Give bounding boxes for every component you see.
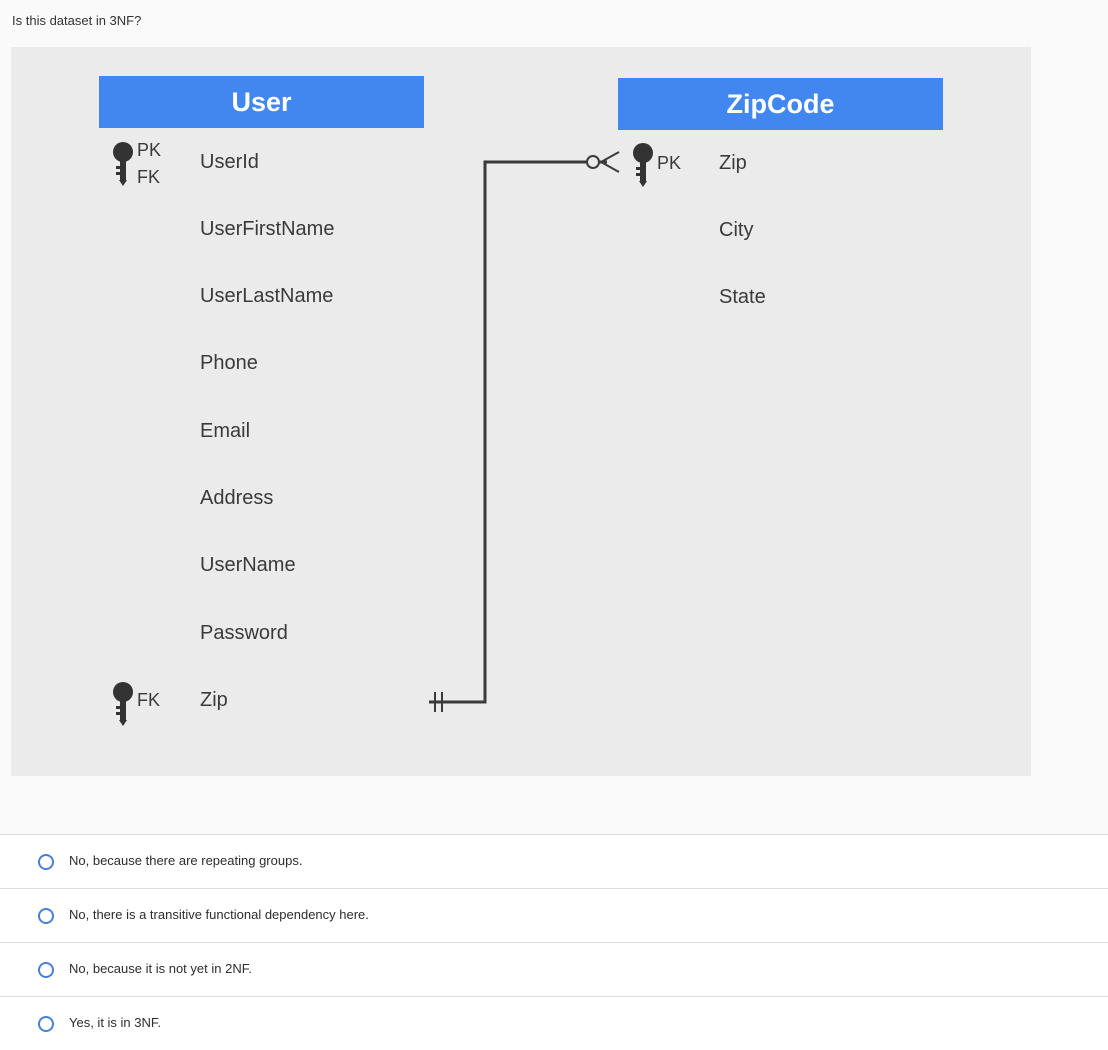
key-icon (633, 143, 653, 187)
radio-circle-icon[interactable] (38, 962, 54, 978)
user-entity-title: User (99, 76, 424, 128)
radio-circle-icon[interactable] (38, 854, 54, 870)
attribute-email: Email (200, 420, 251, 442)
zipcode-entity-title: ZipCode (618, 78, 943, 130)
answer-option[interactable]: No, because there are repeating groups. (0, 834, 1108, 888)
question-text: Is this dataset in 3NF? (12, 13, 142, 28)
attribute-address: Address (200, 487, 274, 509)
answer-options: No, because there are repeating groups. … (0, 834, 1108, 1050)
option-label[interactable]: No, because it is not yet in 2NF. (69, 961, 252, 976)
er-diagram: User PK FK UserId UserFirstName UserLast… (11, 47, 1031, 776)
answer-option[interactable]: No, there is a transitive functional dep… (0, 888, 1108, 942)
attribute-userfirstname: UserFirstName (200, 218, 335, 240)
radio-circle-icon[interactable] (38, 908, 54, 924)
user-pk-label: PK (137, 140, 162, 160)
attribute-zip: Zip (200, 689, 228, 711)
attribute-phone: Phone (200, 352, 258, 374)
attribute-zip-pk: Zip (719, 152, 747, 174)
zipcode-pk-label: PK (657, 153, 682, 173)
answer-option[interactable]: Yes, it is in 3NF. (0, 996, 1108, 1050)
key-icon (113, 142, 133, 186)
user-fk-label: FK (137, 167, 161, 187)
attribute-city: City (719, 219, 754, 241)
attribute-username: UserName (200, 554, 296, 576)
attribute-password: Password (200, 622, 288, 644)
key-icon (113, 682, 133, 726)
attribute-userid: UserId (200, 151, 259, 173)
relationship-line (429, 151, 620, 712)
answer-option[interactable]: No, because it is not yet in 2NF. (0, 942, 1108, 996)
attribute-userlastname: UserLastName (200, 285, 334, 307)
attribute-state: State (719, 286, 766, 308)
radio-circle-icon[interactable] (38, 1016, 54, 1032)
option-label[interactable]: No, because there are repeating groups. (69, 853, 303, 868)
user-zip-fk-label: FK (137, 690, 161, 710)
option-label[interactable]: No, there is a transitive functional dep… (69, 907, 369, 922)
option-label[interactable]: Yes, it is in 3NF. (69, 1015, 162, 1030)
